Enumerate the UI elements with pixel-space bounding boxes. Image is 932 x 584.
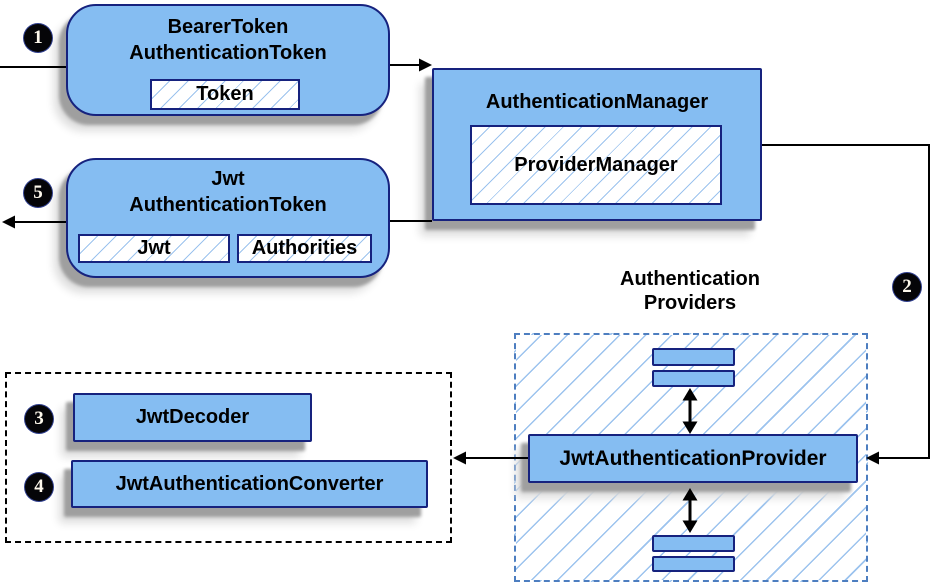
authentication-providers-caption: Authentication Providers — [580, 267, 800, 315]
step-2-badge: 2 — [893, 273, 921, 301]
step-3-badge: 3 — [25, 405, 53, 433]
caption-line2: Providers — [643, 292, 737, 314]
step-1-badge: 1 — [24, 24, 52, 52]
caption-line1: Authentication — [620, 268, 760, 290]
provider-placeholder-bar — [652, 535, 735, 552]
provider-placeholder-bar — [652, 348, 735, 366]
arrow-bearer-to-manager — [390, 58, 432, 72]
jwt-token-title-line2: AuthenticationToken — [129, 194, 327, 216]
authentication-manager-box: AuthenticationManager ProviderManager — [432, 68, 762, 221]
jwt-authentication-token-box: Jwt AuthenticationToken Jwt Authorities — [66, 158, 390, 278]
jwt-converter-group-box — [5, 372, 452, 543]
provider-placeholder-bar — [652, 370, 735, 387]
jwt-inner-box: Jwt — [78, 234, 230, 263]
authentication-manager-title: AuthenticationManager — [485, 91, 709, 113]
provider-placeholder-bar — [652, 556, 735, 572]
step-5-badge: 5 — [24, 179, 52, 207]
provider-manager-inner-box: ProviderManager — [470, 125, 722, 205]
step-4-badge: 4 — [25, 473, 53, 501]
jwt-authentication-converter-box: JwtAuthenticationConverter — [71, 460, 428, 508]
bearer-token-authentication-token-box: BearerToken AuthenticationToken Token — [66, 4, 390, 116]
jwt-authentication-provider-box: JwtAuthenticationProvider — [528, 434, 858, 483]
jwt-token-title-line1: Jwt — [211, 168, 245, 190]
bearer-token-title-line1: BearerToken — [167, 16, 289, 38]
arrow-jwt-token-outgoing — [2, 215, 66, 229]
jwt-decoder-box: JwtDecoder — [73, 393, 312, 442]
authorities-inner-box: Authorities — [237, 234, 372, 263]
bearer-token-title-line2: AuthenticationToken — [129, 42, 327, 64]
token-inner-box: Token — [150, 79, 300, 110]
